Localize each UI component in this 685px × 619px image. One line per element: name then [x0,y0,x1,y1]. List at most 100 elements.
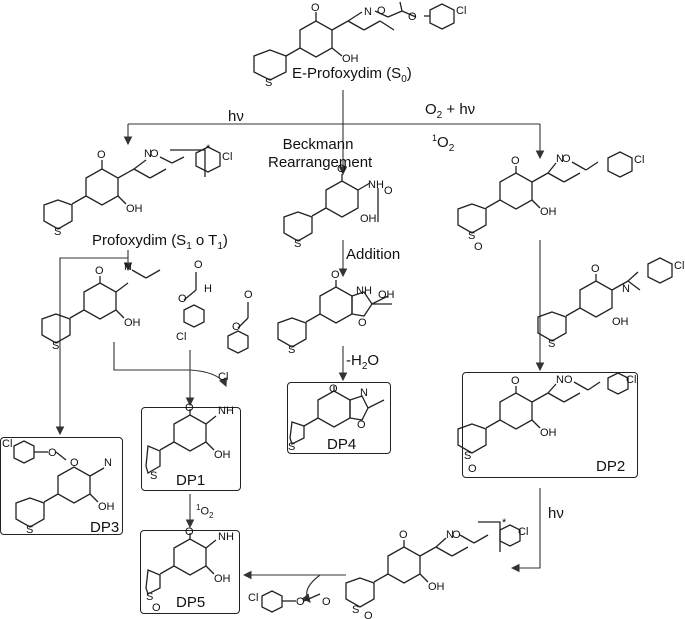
atom-n: N [360,387,368,399]
atom-cl: Cl [456,5,466,17]
atom-o-3: O [468,463,477,475]
beckmann-molecule: O NH O OH S [283,163,393,250]
atom-s: S [288,344,295,356]
atom-s: S [150,470,157,482]
atom-o-2: O [232,321,241,333]
atom-nh: NH [368,179,384,191]
atom-o: O [511,155,520,167]
curved-release [189,369,228,388]
iminyl-molecule: O N OH S [41,261,161,352]
arrow-to-dp3 [55,257,128,436]
atom-oh: OH [214,449,231,461]
curved-release-lower [301,574,321,603]
atom-oh: OH [428,581,445,593]
atom-oh: OH [360,213,377,225]
atom-oh: OH [612,316,629,328]
atom-o-3: O [474,241,483,253]
atom-oh: OH [378,289,395,301]
atom-n: N [124,261,132,273]
atom-o: O [185,526,194,538]
dp5-label: DP5 [176,594,206,611]
dp1-box [141,407,241,491]
lower-excited-molecule: O N O Cl OH S O * [345,517,528,619]
dehydration-label: -H2O [346,352,380,372]
atom-o-3: O [364,610,373,619]
atom-cl: Cl [634,154,644,166]
radical-fragment: O H O Cl [176,259,212,343]
atom-o: O [97,149,106,161]
right-mid-molecule: O N Cl OH S [537,257,684,350]
atom-o: O [337,163,346,175]
excited-marker: * [206,143,211,155]
dp5-molecule: O NH OH S O [145,526,234,614]
addition-molecule: O NH OH O S [277,269,395,356]
atom-cl: Cl [2,438,12,450]
atom-oh: OH [124,317,141,329]
dp2-box [462,372,638,478]
atom-s: S [294,238,301,250]
s0-label: E-Profoxydim (S0) [292,65,412,85]
atom-o: O [591,263,600,275]
atom-o-2: O [564,374,573,386]
dp3-molecule: Cl O O N OH S [2,438,115,536]
atom-o-2: O [562,153,571,165]
excited-marker: * [502,517,507,529]
sulfoxide-molecule: O N O Cl OH S O [457,151,644,253]
o2-hv-label: O2 + hν [425,101,476,121]
atom-o: O [194,259,203,271]
atom-s: S [52,340,59,352]
dp2-molecule: O N O Cl OH S O [457,372,636,475]
atom-n: N [144,148,152,160]
atom-n: N [364,6,372,18]
dp1-label: DP1 [176,472,206,489]
s1-label: Profoxydim (S1 o T1) [92,232,228,252]
dp3-label: DP3 [90,519,120,536]
atom-n: N [556,153,564,165]
addition-label: Addition [346,246,401,263]
atom-oh: OH [214,573,231,585]
reaction-arrows [55,90,545,603]
atom-nh: NH [218,531,234,543]
beckmann-label: Beckmann Rearrangement [268,136,373,171]
atom-o-2: O [70,457,79,469]
atom-o-2: O [152,602,161,614]
atom-o: O [185,402,194,414]
atom-s: S [146,591,153,603]
atom-o: O [399,529,408,541]
hv-left-label: hν [228,108,244,125]
atom-oh: OH [98,501,115,513]
dp5-box [140,530,240,614]
atom-o: O [331,269,340,281]
atom-s: S [288,441,295,453]
atom-n: N [622,283,630,295]
atom-n: N [446,529,454,541]
hv-lower-label: hν [548,505,564,522]
atom-s: S [352,604,359,616]
atom-s: S [548,338,555,350]
atom-nh: NH [356,285,372,297]
atom-s: S [265,77,272,89]
atom-o: O [311,2,320,14]
atom-oh: OH [342,53,359,65]
atom-cl: Cl [222,151,232,163]
atom-oh: OH [126,203,143,215]
atom-o: O [244,289,253,301]
aldehyde-fragment: O O Cl [218,289,253,383]
atom-o-2: O [377,5,386,17]
s0-molecule: O N O O Cl OH S [253,1,466,89]
combine-line [113,342,190,371]
atom-cl: Cl [674,260,684,272]
atom-cl: Cl [248,592,258,604]
atom-o: O [48,447,57,459]
atom-o-2: O [358,317,367,329]
dp2-label: DP2 [596,458,626,475]
atom-h: H [204,283,212,295]
atom-oh: OH [540,427,557,439]
dp4-label: DP4 [327,436,357,453]
atom-o: O [95,265,104,277]
atom-o-2: O [322,596,331,608]
atom-o-2: O [357,419,366,431]
atom-o-2: O [452,529,461,541]
